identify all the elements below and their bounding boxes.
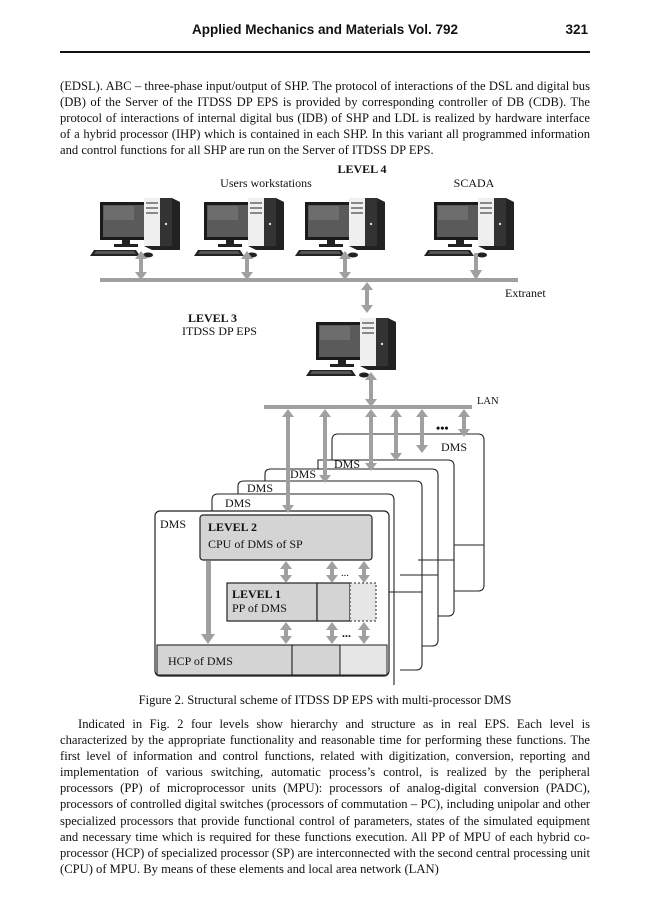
computer-workstation-icon	[295, 198, 385, 258]
double-arrow-icon	[358, 561, 370, 583]
double-arrow-icon	[361, 282, 373, 313]
level1-label: LEVEL 1	[232, 587, 281, 601]
double-arrow-icon	[280, 561, 292, 583]
double-arrow-icon	[326, 622, 338, 644]
double-arrow-icon	[458, 409, 470, 437]
pp-box-2	[316, 582, 351, 622]
hcp-label: HCP of DMS	[168, 654, 233, 668]
level1-sub-label: PP of DMS	[232, 601, 287, 615]
level4-label: LEVEL 4	[337, 162, 386, 176]
paragraph-text: (EDSL). ABC – three-phase input/output o…	[60, 79, 590, 158]
dms-label-4: DMS	[334, 457, 360, 471]
users-workstations-label: Users workstations	[220, 176, 312, 190]
double-arrow-icon	[135, 251, 147, 280]
level3-sub-label: ITDSS DP EPS	[182, 324, 257, 338]
double-arrow-icon	[358, 622, 370, 644]
double-arrow-icon	[416, 409, 428, 453]
paragraph-text: Indicated in Fig. 2 four levels show hie…	[60, 717, 590, 876]
lan-bus	[264, 405, 472, 409]
bus-arrows	[135, 251, 482, 313]
lan-label: LAN	[477, 396, 499, 407]
extranet-bus	[100, 278, 518, 282]
structural-scheme-figure: LEVEL 4 Users workstations SCADA Extrane…	[90, 162, 546, 685]
hcp-of-dms-box	[156, 644, 293, 676]
ellipsis-small: ...	[341, 568, 349, 579]
level3-label: LEVEL 3	[188, 311, 237, 325]
dms-label-front: DMS	[160, 517, 186, 531]
level2-label: LEVEL 2	[208, 520, 257, 534]
double-arrow-icon	[365, 372, 377, 407]
double-arrow-icon	[241, 251, 253, 280]
page-number: 321	[565, 22, 588, 37]
ellipsis-small: ...	[342, 626, 351, 640]
lan-drop-arrows	[201, 409, 470, 644]
level2-sub-label: CPU of DMS of SP	[208, 537, 303, 551]
cpu-of-dms-box	[199, 514, 373, 561]
dms-label-3: DMS	[290, 467, 316, 481]
dms-label-2: DMS	[247, 481, 273, 495]
journal-title: Applied Mechanics and Materials Vol. 792	[191, 22, 459, 37]
computer-workstation-icon	[90, 198, 180, 258]
double-arrow-icon	[319, 409, 331, 483]
computer-server-icon	[306, 318, 396, 378]
pp-box-3	[349, 582, 377, 622]
hcp-box-3	[339, 644, 388, 676]
hcp-box-2	[291, 644, 341, 676]
computer-scada-icon	[424, 198, 514, 258]
header-rule	[60, 51, 590, 53]
body-paragraph-bottom: Indicated in Fig. 2 four levels show hie…	[60, 716, 590, 877]
down-arrow-icon	[201, 561, 215, 644]
extranet-label: Extranet	[505, 286, 546, 300]
computer-workstation-icon	[194, 198, 284, 258]
double-arrow-icon	[339, 251, 351, 280]
figure-caption: Figure 2. Structural scheme of ITDSS DP …	[138, 693, 512, 707]
double-arrow-icon	[365, 409, 377, 471]
double-arrow-icon	[282, 409, 294, 513]
body-paragraph-top: (EDSL). ABC – three-phase input/output o…	[60, 78, 590, 158]
double-arrow-icon	[280, 622, 292, 644]
dms-label-1: DMS	[225, 496, 251, 510]
scada-label: SCADA	[454, 176, 495, 190]
ellipsis-dots: •••	[436, 421, 449, 435]
down-arrow-icon	[470, 253, 482, 280]
pp-of-dms-box	[226, 582, 318, 622]
double-arrow-icon	[326, 561, 338, 583]
dms-label-5: DMS	[441, 440, 467, 454]
double-arrow-icon	[390, 409, 402, 461]
